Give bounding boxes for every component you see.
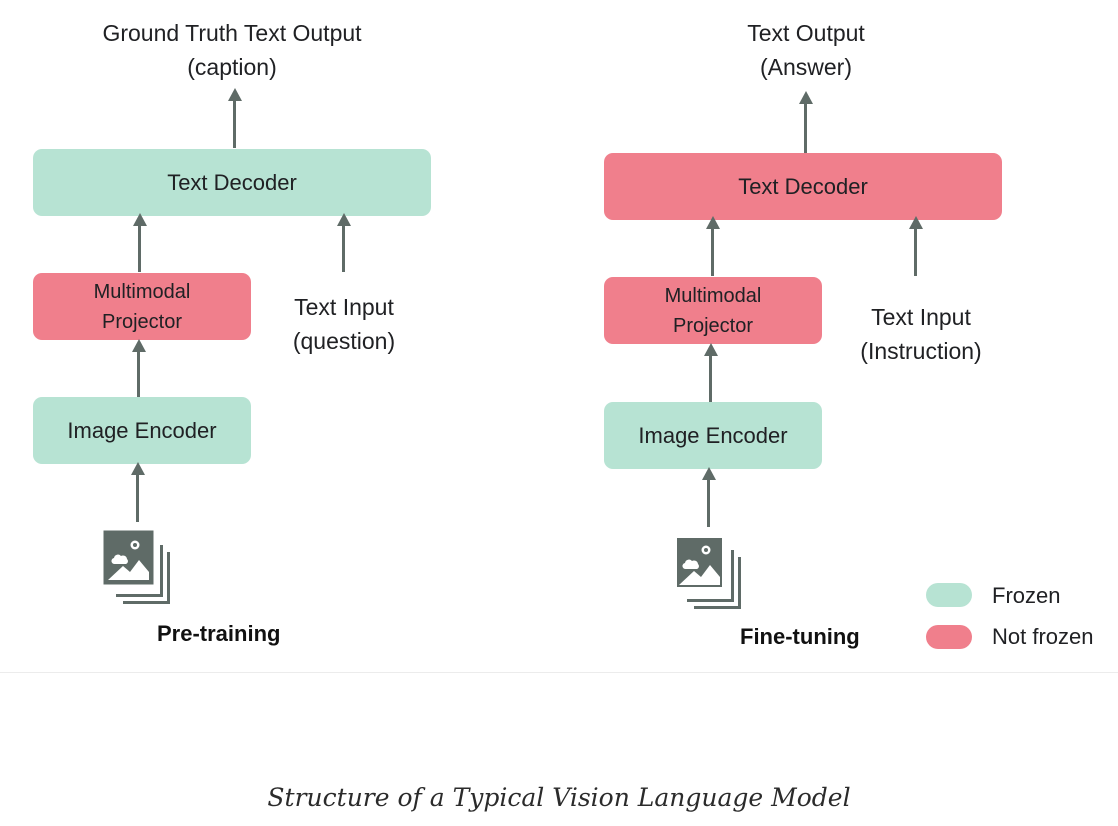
legend-not-frozen-label: Not frozen	[992, 624, 1094, 649]
finetune-output-line2: (Answer)	[759, 54, 852, 80]
pretrain-image-encoder-label: Image Encoder	[67, 417, 217, 443]
pretrain-output-line1: Ground Truth Text Output	[102, 20, 362, 46]
pretrain-output-label: Ground Truth Text Output (caption)	[72, 16, 392, 84]
finetune-text-input-label: Text Input (Instruction)	[836, 300, 1006, 368]
finetune-text-decoder-box: Text Decoder	[604, 153, 1002, 220]
finetune-output-label: Text Output (Answer)	[706, 16, 906, 84]
finetune-arrow-textinput-to-decoder	[908, 216, 923, 276]
pretrain-text-input-line2: (question)	[292, 328, 396, 354]
pretrain-output-line2: (caption)	[187, 54, 277, 80]
diagram-panel: Ground Truth Text Output (caption) Text …	[0, 16, 1118, 673]
pretrain-text-input-label: Text Input (question)	[264, 290, 424, 358]
finetune-projector-line1: Multimodal	[664, 284, 762, 307]
finetune-multimodal-projector-box: Multimodal Projector	[604, 277, 822, 344]
pretrain-arrow-images-to-encoder	[130, 462, 145, 522]
pretrain-text-decoder-label: Text Decoder	[167, 169, 297, 195]
pretrain-text-input-line1: Text Input	[294, 294, 394, 320]
pretrain-projector-line2: Projector	[101, 310, 183, 333]
pretrain-title: Pre-training	[157, 621, 281, 646]
finetune-arrow-decoder-to-output	[798, 91, 813, 153]
pretrain-arrow-projector-to-decoder	[132, 213, 147, 272]
finetune-arrow-projector-to-decoder	[705, 216, 720, 276]
finetune-arrow-encoder-to-projector	[703, 343, 718, 402]
finetune-image-encoder-label: Image Encoder	[638, 422, 788, 448]
pretrain-arrow-textinput-to-decoder	[336, 213, 351, 272]
pretrain-image-stack-icon	[103, 530, 170, 604]
finetune-text-input-line2: (Instruction)	[860, 338, 982, 364]
finetune-title: Fine-tuning	[740, 624, 860, 649]
pretrain-text-decoder-box: Text Decoder	[33, 149, 431, 216]
pretrain-projector-line1: Multimodal	[93, 280, 191, 303]
pretrain-arrow-encoder-to-projector	[131, 339, 146, 398]
finetune-image-encoder-box: Image Encoder	[604, 402, 822, 469]
pretrain-image-encoder-box: Image Encoder	[33, 397, 251, 464]
finetune-image-stack-icon	[677, 538, 741, 609]
legend-not-frozen-swatch	[926, 625, 972, 649]
pretrain-multimodal-projector-box: Multimodal Projector	[33, 273, 251, 340]
pretrain-arrow-decoder-to-output	[227, 88, 242, 148]
figure-caption: Structure of a Typical Vision Language M…	[267, 783, 851, 812]
finetune-output-line1: Text Output	[747, 20, 865, 46]
legend-frozen-swatch	[926, 583, 972, 607]
finetune-arrow-images-to-encoder	[701, 467, 716, 527]
finetune-projector-line2: Projector	[672, 314, 754, 337]
finetune-text-input-line1: Text Input	[871, 304, 971, 330]
legend-frozen-label: Frozen	[992, 583, 1061, 608]
finetune-text-decoder-label: Text Decoder	[738, 173, 868, 199]
